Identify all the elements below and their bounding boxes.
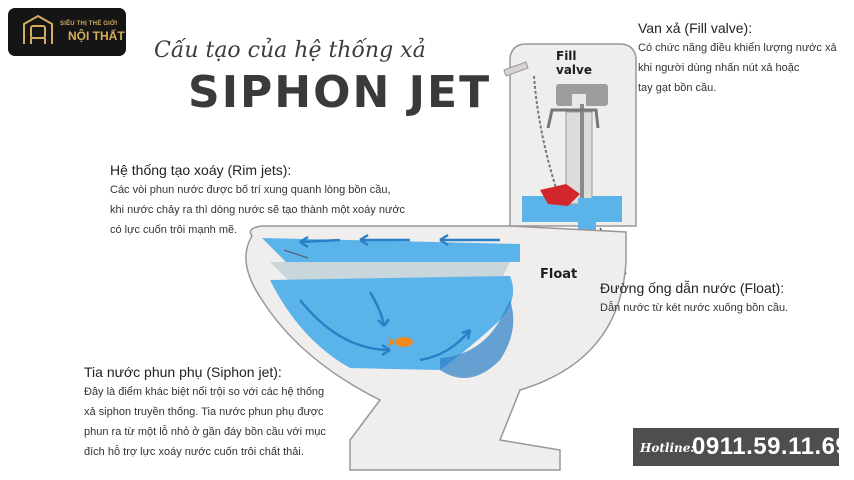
siphon-jet-line: Đây là điểm khác biệt nổi trội so với cá… [84, 386, 325, 398]
flapper-valve [540, 184, 580, 206]
trapway [440, 300, 514, 378]
goldfish-icon [395, 337, 413, 347]
rim-jets-annotation: Hệ thống tạo xoáy (Rim jets): Các vòi ph… [110, 162, 405, 240]
rim-jets-description: Các vòi phun nước được bố trí xung quanh… [110, 180, 405, 240]
fill-valve-frame [546, 108, 600, 129]
fill-valve-rod [580, 104, 584, 214]
siphon-jet-line: phun ra từ một lỗ nhỏ ở gần đáy bồn cầu … [84, 426, 326, 438]
fill-valve-annotation: Van xả (Fill valve): Có chức năng điều k… [638, 20, 837, 98]
hotline-banner [633, 428, 839, 466]
siphon-jet-annotation: Tia nước phun phụ (Siphon jet): Đây là đ… [84, 364, 326, 462]
siphon-jet-line: xả siphon truyền thống. Tia nước phun ph… [84, 406, 324, 418]
chair-logo-icon [23, 14, 53, 44]
diagram-subtitle: Cấu tạo của hệ thống xả [154, 38, 426, 63]
hotline-number[interactable]: 0911.59.11.69 [692, 433, 850, 460]
fill-valve-label-line1: Fill [556, 49, 577, 63]
fill-valve-description: Có chức năng điều khiển lượng nước xả kh… [638, 38, 837, 98]
fill-valve-heading: Van xả (Fill valve): [638, 20, 753, 36]
tank-water [522, 196, 622, 222]
flush-handle [503, 61, 529, 77]
fill-valve-label: Fill valve [556, 49, 592, 77]
rim-flow-arrows [299, 233, 500, 362]
flapper-chain [533, 75, 557, 189]
logo-main-text: NỘI THẤT [68, 29, 125, 43]
logo-top-text: SIÊU THỊ THẾ GIỚI [60, 21, 118, 27]
fill-valve-line: tay gạt bồn cầu. [638, 82, 717, 94]
float-annotation: Đường ống dẫn nước (Float): Dẫn nước từ … [600, 280, 788, 318]
fill-valve-label-line2: valve [556, 63, 592, 77]
diagram-title: SIPHON JET [188, 67, 492, 118]
rim-jets-heading: Hệ thống tạo xoáy (Rim jets): [110, 162, 292, 178]
siphon-jet-description: Đây là điểm khác biệt nổi trội so với cá… [84, 382, 326, 462]
siphon-jet-line: đích hỗ trợ lực xoáy nước cuốn trôi chất… [84, 446, 304, 458]
float-line: Dẫn nước từ két nước xuống bồn cầu. [600, 302, 789, 314]
brand-logo [8, 8, 126, 56]
float-heading: Đường ống dẫn nước (Float): [600, 280, 785, 296]
fill-valve-line: Có chức năng điều khiển lượng nước xả [638, 42, 837, 54]
fill-valve-line: khi người dùng nhấn nút xả hoặc [638, 62, 800, 74]
siphon-jet-heading: Tia nước phun phụ (Siphon jet): [84, 364, 282, 380]
rim-jets-leader [283, 249, 309, 259]
rim-jets-line: Các vòi phun nước được bố trí xung quanh… [110, 184, 391, 196]
float-label: Float [540, 267, 578, 282]
float-description: Dẫn nước từ két nước xuống bồn cầu. [600, 298, 788, 318]
rim-jets-line: khi nước chảy ra thì dòng nước sẽ tạo th… [110, 204, 406, 216]
rim-channel [262, 238, 520, 262]
hotline-label: Hotline: [640, 441, 695, 455]
rim-jets-line: có lực cuốn trôi mạnh mẽ. [110, 224, 238, 236]
